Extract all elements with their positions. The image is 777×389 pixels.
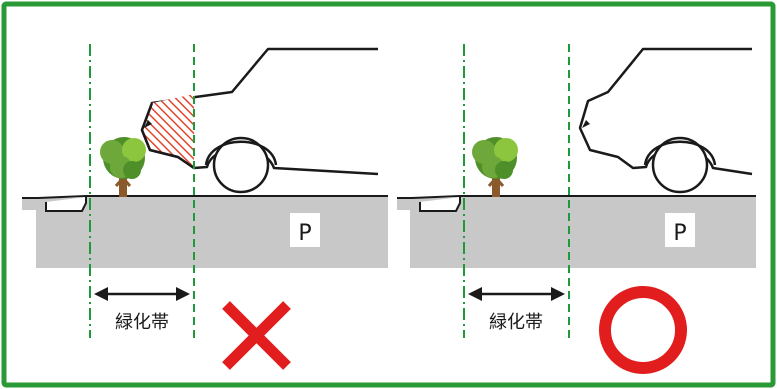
parking-label: P bbox=[673, 221, 686, 246]
car-overhanging bbox=[140, 47, 379, 194]
hatched-overhang bbox=[142, 94, 194, 168]
tree-icon bbox=[100, 137, 146, 197]
circle-mark-icon bbox=[599, 286, 687, 374]
front-wheel bbox=[651, 136, 709, 194]
right-panel: 緑化帯 P bbox=[397, 44, 756, 374]
car-parked-correctly bbox=[578, 47, 753, 194]
left-panel: 緑化帯 P bbox=[22, 44, 388, 370]
strip-label: 緑化帯 bbox=[489, 312, 543, 333]
parking-sign-box bbox=[290, 213, 320, 247]
strip-label: 緑化帯 bbox=[115, 312, 169, 333]
curb-notch bbox=[45, 197, 87, 212]
strip-width-arrow bbox=[94, 287, 190, 301]
cross-mark-icon bbox=[222, 301, 291, 370]
parking-label: P bbox=[298, 221, 311, 246]
curb-outline bbox=[397, 195, 756, 199]
curb-outline bbox=[22, 195, 388, 199]
tree-icon bbox=[472, 137, 518, 197]
curb-notch bbox=[419, 197, 461, 212]
front-wheel bbox=[212, 136, 270, 194]
strip-width-arrow bbox=[468, 287, 565, 301]
parking-sign-box bbox=[665, 213, 695, 247]
